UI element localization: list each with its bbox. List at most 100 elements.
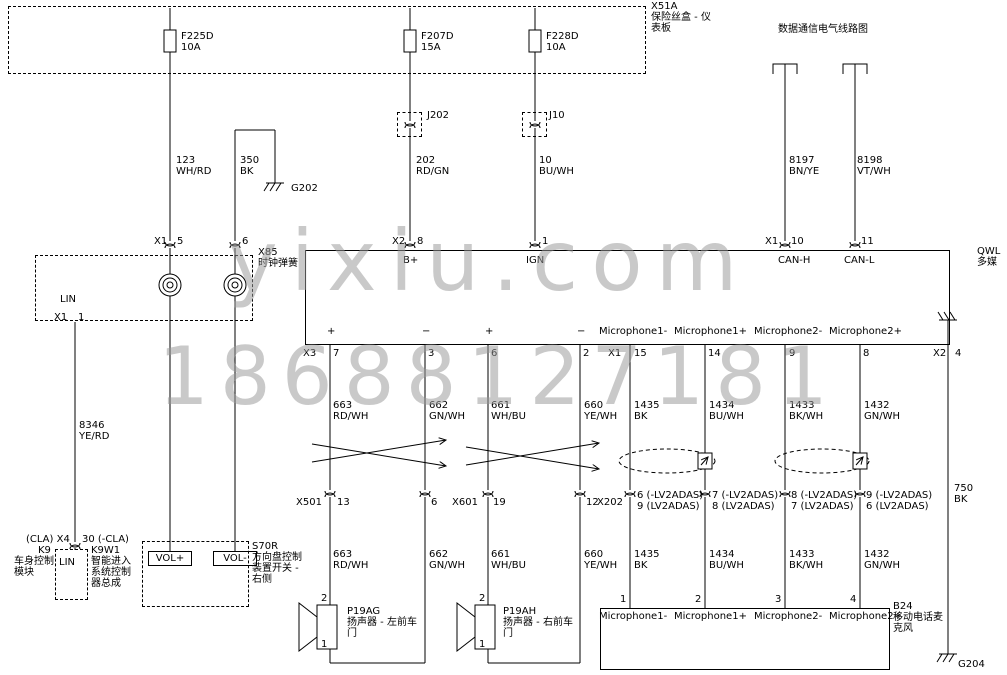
bcm-outline <box>55 549 88 600</box>
radio-mic2-minus-label: Microphone2- <box>754 326 823 337</box>
radio-spk1-plus: + <box>327 326 336 337</box>
bcm-name-left: 车身控制模块 <box>14 556 54 578</box>
x202-pin-a: 6 (-LV2ADAS)9 (LV2ADAS) <box>637 490 704 512</box>
x202-pin-b: 7 (-LV2ADAS)8 (LV2ADAS) <box>712 490 779 512</box>
clockspring-label: X85 时钟弹簧 <box>258 247 298 269</box>
ground-g204-icon <box>936 653 957 663</box>
radio-conn-x2b-label: X2 <box>933 348 947 359</box>
radio-pin-9: 9 <box>789 348 796 359</box>
datalink-note: 数据通信电气线路图 <box>778 24 868 35</box>
bcm-pin-right-label: 30 (-CLA) <box>82 534 129 545</box>
radio-pin-5: 5 <box>177 236 184 247</box>
speaker-right-name: 扬声器 - 右前车门 <box>503 617 573 639</box>
j202-connector-outline <box>397 112 422 137</box>
mic-code-label: B24 <box>893 601 913 612</box>
radio-canl-label: CAN-L <box>844 255 875 266</box>
radio-pin-11: 11 <box>861 236 874 247</box>
j10-label: J10 <box>549 110 565 121</box>
connector-break-icons <box>69 121 866 550</box>
mic-pin-2: 2 <box>695 594 702 605</box>
vol-minus-switch: VOL- <box>213 551 257 566</box>
mic-pin-1: 1 <box>620 594 627 605</box>
x501-pin-13: 13 <box>337 497 350 508</box>
radio-pin-4: 4 <box>955 348 962 359</box>
radio-conn-x1c-label: X1 <box>608 348 622 359</box>
ground-g202-label: G202 <box>291 183 318 194</box>
mic-m1m-label: Microphone1- <box>599 611 668 622</box>
speaker-right-pin-2: 2 <box>479 593 486 604</box>
radio-ign-label: IGN <box>526 255 545 266</box>
radio-mic2-plus-label: Microphone2+ <box>829 326 902 337</box>
clockspring-outline <box>35 255 253 321</box>
speaker-right-icon <box>456 601 496 653</box>
radio-bplus-label: B+ <box>403 255 419 266</box>
speaker-left-pin-1: 1 <box>321 639 328 650</box>
x601-pin-12: 12 <box>586 497 599 508</box>
twisted-pair-arrows <box>311 440 599 469</box>
mic-pin-3: 3 <box>775 594 782 605</box>
clockspring-coil-icons <box>158 273 247 551</box>
shield-symbols <box>618 448 870 474</box>
mic-pin-4: 4 <box>850 594 857 605</box>
x202-label: X202 <box>597 497 623 508</box>
x501-pin-6: 6 <box>431 497 438 508</box>
x501-label: X501 <box>296 497 322 508</box>
speaker-left-name: 扬声器 - 左前车门 <box>347 617 417 639</box>
speaker-right-pin-1: 1 <box>479 639 486 650</box>
radio-pin-15: 15 <box>634 348 647 359</box>
speaker-left-pin-2: 2 <box>321 593 328 604</box>
swc-name-label: 方向盘控制装置开关 - 右侧 <box>252 552 302 585</box>
radio-internal-ground-icon <box>937 311 957 345</box>
radio-pin-10: 10 <box>791 236 804 247</box>
fuse-symbols <box>163 29 542 53</box>
mic-m2p-label: Microphone2+ <box>829 611 902 622</box>
bcm-pin-left-label: (CLA) X4 <box>26 534 70 545</box>
radio-spk2-plus: + <box>485 326 494 337</box>
radio-box <box>305 250 950 345</box>
radio-spk1-minus: − <box>422 326 431 337</box>
swc-code-label: S70R <box>252 541 279 552</box>
speaker-right-code: P19AH <box>503 606 537 617</box>
radio-mic1-plus-label: Microphone1+ <box>674 326 747 337</box>
radio-pin-6b: 6 <box>491 348 498 359</box>
power-feed-wires <box>169 8 856 274</box>
radio-pin-2: 2 <box>583 348 590 359</box>
radio-pin-14: 14 <box>708 348 721 359</box>
radio-pin-6: 6 <box>242 236 249 247</box>
radio-pin-7: 7 <box>333 348 340 359</box>
j202-label: J202 <box>427 110 450 121</box>
radio-spk2-minus: − <box>577 326 586 337</box>
x202-pin-c: 8 (-LV2ADAS)7 (LV2ADAS) <box>791 490 858 512</box>
clockspring-conn-label: X1 <box>54 312 68 323</box>
radio-mic1-minus-label: Microphone1- <box>599 326 668 337</box>
speaker-left-icon <box>298 601 338 653</box>
radio-conn-x1-label: X1 <box>154 236 168 247</box>
radio-pin-3: 3 <box>428 348 435 359</box>
microphone-box <box>600 608 890 670</box>
ground-g202-icon <box>263 182 284 192</box>
radio-pin-8b: 8 <box>863 348 870 359</box>
